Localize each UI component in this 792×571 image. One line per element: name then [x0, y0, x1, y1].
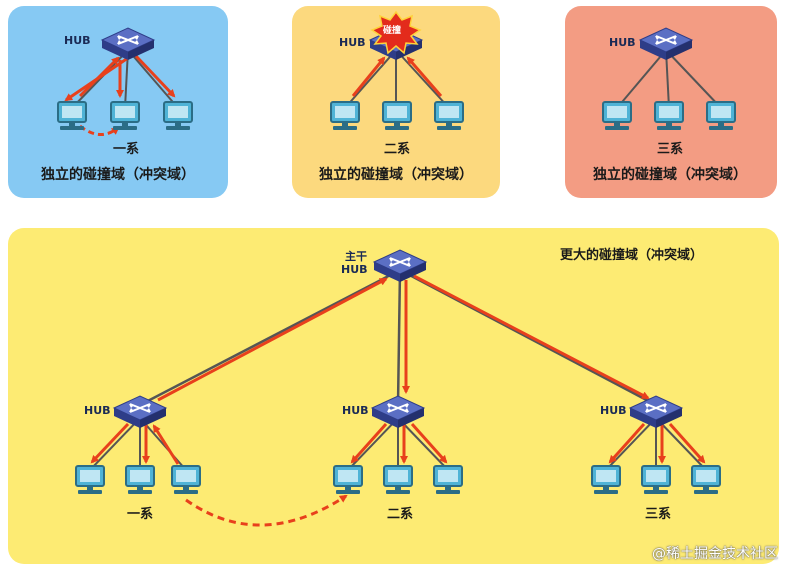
system-label: 二系 [386, 507, 414, 522]
hub-label: HUB [609, 36, 636, 49]
pc-icon [602, 101, 632, 131]
bottom-panel-title: 更大的碰撞域（冲突域） [560, 248, 704, 263]
backbone-cables [139, 268, 657, 407]
hub-icon [371, 395, 425, 429]
hub-label: HUB [84, 404, 111, 417]
hub-label: HUB [342, 404, 369, 417]
pc-icon [125, 465, 155, 495]
pc-icon [75, 465, 105, 495]
pc-icon [433, 465, 463, 495]
pc-icon [382, 101, 412, 131]
system-label: 三系 [644, 507, 672, 522]
panel-3-cables [616, 49, 722, 109]
hub-label: HUB [600, 404, 627, 417]
pc-icon [110, 101, 140, 131]
watermark: @稀土掘金技术社区 [652, 546, 778, 562]
system-label: 二系 [383, 142, 411, 157]
system-label: 一系 [112, 142, 140, 157]
panel-1-signals [64, 54, 176, 136]
pc-icon [333, 465, 363, 495]
panel-caption: 独立的碰撞域（冲突域） [41, 167, 195, 183]
pc-icon [691, 465, 721, 495]
system-label: 三系 [656, 142, 684, 157]
pc-icon [330, 101, 360, 131]
pc-icon [434, 101, 464, 131]
backbone-signals [157, 274, 650, 402]
system-label: 一系 [126, 507, 154, 522]
panel-caption: 独立的碰撞域（冲突域） [319, 167, 473, 183]
hub-icon [101, 27, 155, 61]
hub-icon [113, 395, 167, 429]
pc-icon [706, 101, 736, 131]
pc-icon [654, 101, 684, 131]
middle-hub-signals [350, 422, 448, 464]
right-hub-signals [608, 422, 706, 464]
hub-icon [629, 395, 683, 429]
left-hub-signals [90, 422, 348, 527]
hub-label: HUB [339, 36, 366, 49]
pc-icon [641, 465, 671, 495]
collision-label: 碰撞 [383, 26, 402, 36]
pc-icon [163, 101, 193, 131]
larger-collision-domain-panel [8, 228, 779, 564]
panel-caption: 独立的碰撞域（冲突域） [593, 167, 747, 183]
pc-icon [171, 465, 201, 495]
pc-icon [591, 465, 621, 495]
hub-icon [639, 27, 693, 61]
backbone-label-line1: 主干 [345, 250, 367, 263]
pc-icon [383, 465, 413, 495]
panel-2-signals [351, 56, 443, 97]
backbone-label-line2: HUB [341, 263, 368, 276]
hub-label: HUB [64, 34, 91, 47]
collision-burst-icon [370, 10, 422, 55]
